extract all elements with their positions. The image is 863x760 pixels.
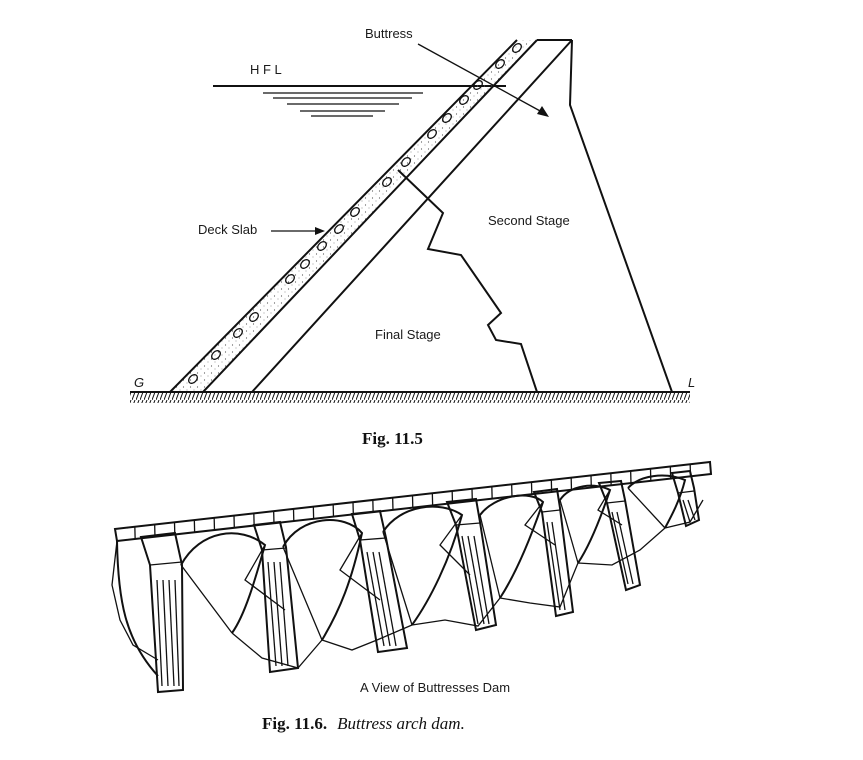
figure-11-6-caption-text: Buttress arch dam. — [337, 714, 465, 733]
dam-arches — [116, 474, 687, 677]
buttress-arrow — [417, 43, 549, 117]
hfl-label: H F L — [250, 62, 282, 77]
figure-11-6: A View of Buttresses Dam Fig. 11.6. Butt… — [111, 460, 713, 733]
ground-line — [130, 391, 690, 403]
deck-slab — [169, 39, 538, 393]
g-point-label: G — [134, 375, 144, 390]
dam-buttresses — [139, 469, 701, 694]
stage-boundary-line — [397, 169, 538, 393]
deck-slab-label: Deck Slab — [198, 222, 257, 237]
deck-slab-arrow — [271, 227, 325, 235]
dam-deck — [113, 460, 713, 543]
dam-rock-foundation — [111, 499, 704, 669]
buttress-pillar — [252, 520, 300, 674]
buttress-pillar — [445, 497, 498, 632]
buttress-pillar — [350, 509, 409, 654]
buttress-pillar — [670, 469, 701, 528]
buttress-label: Buttress — [365, 26, 413, 41]
buttresses-dam-subtitle: A View of Buttresses Dam — [360, 680, 510, 695]
buttress-pillar — [532, 487, 575, 618]
figure-11-5: Buttress H F L Deck Slab Second Stage Fi… — [130, 26, 695, 448]
final-stage-label: Final Stage — [375, 327, 441, 342]
buttress-pillar — [597, 479, 642, 592]
hfl-water-level — [213, 85, 506, 117]
figure-11-5-caption: Fig. 11.5 — [362, 429, 423, 448]
second-stage-label: Second Stage — [488, 213, 570, 228]
deck-slab-holes — [188, 43, 522, 384]
l-point-label: L — [688, 375, 695, 390]
dam-rock-facets — [180, 487, 666, 641]
figure-11-6-caption-number: Fig. 11.6. — [262, 714, 327, 733]
buttress-pillar — [139, 531, 185, 694]
figure-11-6-caption: Fig. 11.6. Buttress arch dam. — [262, 714, 465, 733]
